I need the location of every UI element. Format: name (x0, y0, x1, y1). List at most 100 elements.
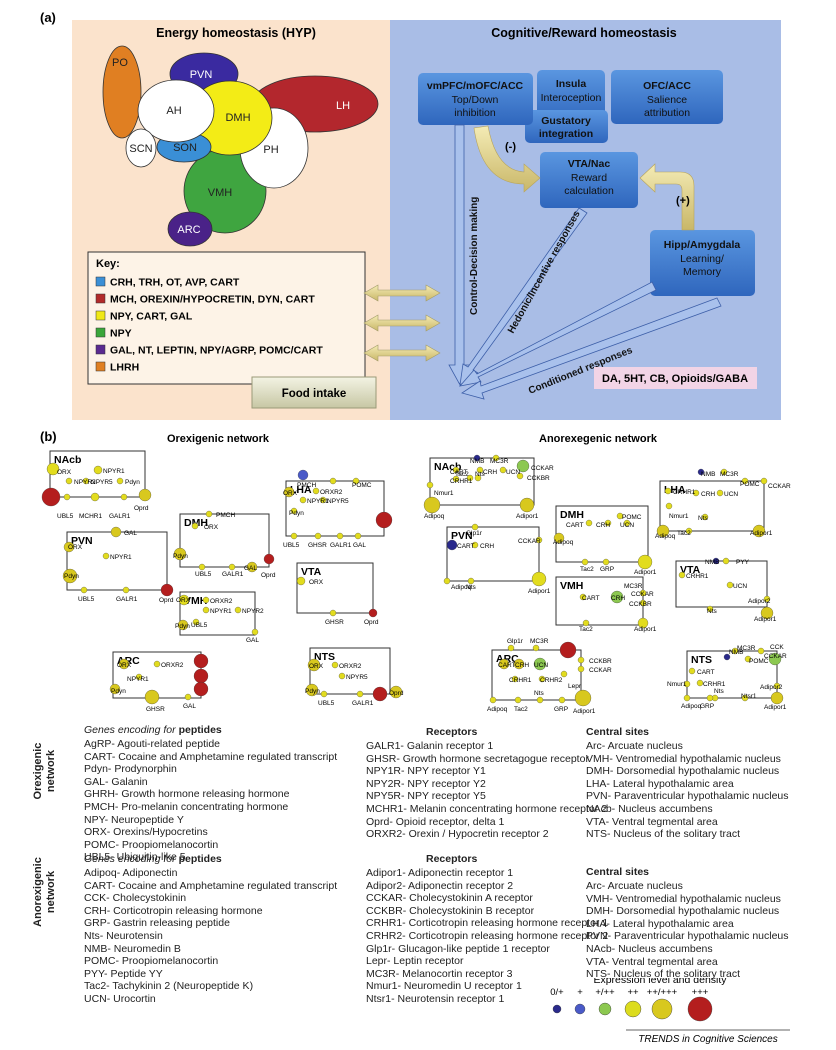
expression-dot (511, 675, 519, 683)
expression-dot (726, 581, 734, 589)
gene-label: CCKBR (629, 601, 652, 608)
legend-entry: MC3R- Melanocortin receptor 3 (366, 967, 513, 980)
vta-title: VTA/Nac (568, 158, 611, 170)
legend-entry: Pdyn- Prodynorphin (84, 763, 177, 776)
expression-dot (110, 526, 122, 538)
anorexigenic-sites-heading: Central sites (586, 866, 650, 878)
gene-label: CART (566, 522, 584, 529)
legend-entry: POMC- Proopiomelanocortin (84, 838, 219, 851)
ofc-title: OFC/ACC (643, 80, 691, 92)
expression-dot (639, 589, 647, 597)
gene-label: Adipor1 (634, 569, 657, 576)
gene-label: Pdyn (289, 510, 304, 517)
expression-level-dot (598, 1002, 612, 1016)
expression-dot (741, 477, 749, 485)
gene-label: Ntsr1 (741, 693, 757, 700)
expression-dot (329, 609, 337, 617)
expression-dot (329, 477, 337, 485)
gene-label: ORX (57, 469, 72, 476)
gene-label: MC3R (737, 645, 756, 652)
excitation-arrow (639, 163, 695, 231)
expression-dot (763, 595, 771, 603)
expression-dot (752, 524, 766, 538)
expression-dot (492, 454, 500, 462)
expression-dot (507, 644, 515, 652)
expression-dot (177, 619, 189, 631)
vmpfc-title: vmPFC/mOFC/ACC (427, 80, 524, 92)
legend-entry: VTA- Ventral tegmental area (586, 815, 718, 828)
key-swatch (95, 276, 106, 287)
expression-dot (731, 647, 739, 655)
label-ah: AH (166, 105, 181, 117)
site-name: NAcb (54, 454, 81, 466)
expression-dot (336, 532, 344, 540)
ofc-sub-1: Salience (647, 94, 687, 106)
expression-dot (234, 606, 242, 614)
expression-dot (263, 553, 275, 565)
expression-dot (283, 486, 295, 498)
expression-dot (697, 468, 705, 476)
expression-dot (338, 672, 346, 680)
panel-a-label: (a) (40, 10, 56, 25)
expression-dot (178, 594, 190, 606)
expression-level-label: ++/+++ (647, 987, 678, 998)
expression-dot (683, 694, 691, 702)
expression-level-label: +++ (692, 987, 709, 998)
gene-label: ORXR2 (161, 662, 184, 669)
gene-label: Adipoq (487, 706, 508, 713)
expression-dot (473, 454, 481, 462)
expression-dot (471, 541, 479, 549)
site-box (179, 591, 256, 636)
control-label: Control-Decision making (469, 197, 480, 315)
gene-label: CRHR1 (703, 681, 726, 688)
gene-label: Nts (534, 690, 545, 697)
gene-label: GRP (700, 703, 714, 710)
gene-label: GHSR (146, 706, 165, 713)
gene-label: Nts (475, 471, 486, 478)
gene-label: CART (582, 595, 600, 602)
label-dmh: DMH (225, 112, 250, 124)
gene-label: CCKAR (764, 653, 787, 660)
legend-entry: AgRP- Agouti-related peptide (84, 738, 221, 750)
expression-dot (296, 576, 306, 586)
gene-label: UCN (534, 662, 548, 669)
gene-label: ORX (283, 490, 298, 497)
expression-dot (307, 658, 321, 672)
expression-dot (610, 590, 624, 604)
label-scn: SCN (129, 143, 152, 155)
legend-entry: Adipoq- Adiponectin (84, 867, 178, 879)
gene-label: Pdyn (173, 553, 188, 560)
legend-entry: NTS- Nucleus of the solitary tract (586, 828, 741, 841)
gene-label: NMB (470, 458, 484, 465)
gene-label: POMC (352, 482, 372, 489)
legend-entry: NTS- Nucleus of the solitary tract (586, 968, 741, 981)
expression-dot (757, 647, 765, 655)
vta-sub-2: calculation (564, 185, 614, 197)
orexigenic-network-title: Orexigenic network (167, 433, 270, 445)
gene-label: MCHR1 (79, 513, 102, 520)
expression-dot (476, 466, 484, 474)
label-po: PO (112, 57, 128, 69)
expression-dot (135, 673, 143, 681)
orexigenic-receptors-heading: Receptors (426, 726, 478, 738)
expression-dot (701, 513, 709, 521)
legend-entry: LHA- Lateral hypothalamic area (586, 917, 734, 930)
gene-label: NPYR1 (127, 676, 149, 683)
expression-dot (760, 606, 774, 620)
expression-dot (90, 492, 100, 502)
gene-label: GALR1 (222, 571, 244, 578)
gene-label: GALR1 (330, 542, 352, 549)
expression-dot (585, 519, 593, 527)
legend-entry: UBL5- Ubiquitin-like 5 (84, 851, 186, 864)
expression-dot (246, 561, 258, 573)
gene-label: Nmur1 (669, 513, 689, 520)
expression-dot (144, 689, 160, 705)
gene-label: Nts (707, 608, 718, 615)
expression-dot (533, 657, 547, 671)
